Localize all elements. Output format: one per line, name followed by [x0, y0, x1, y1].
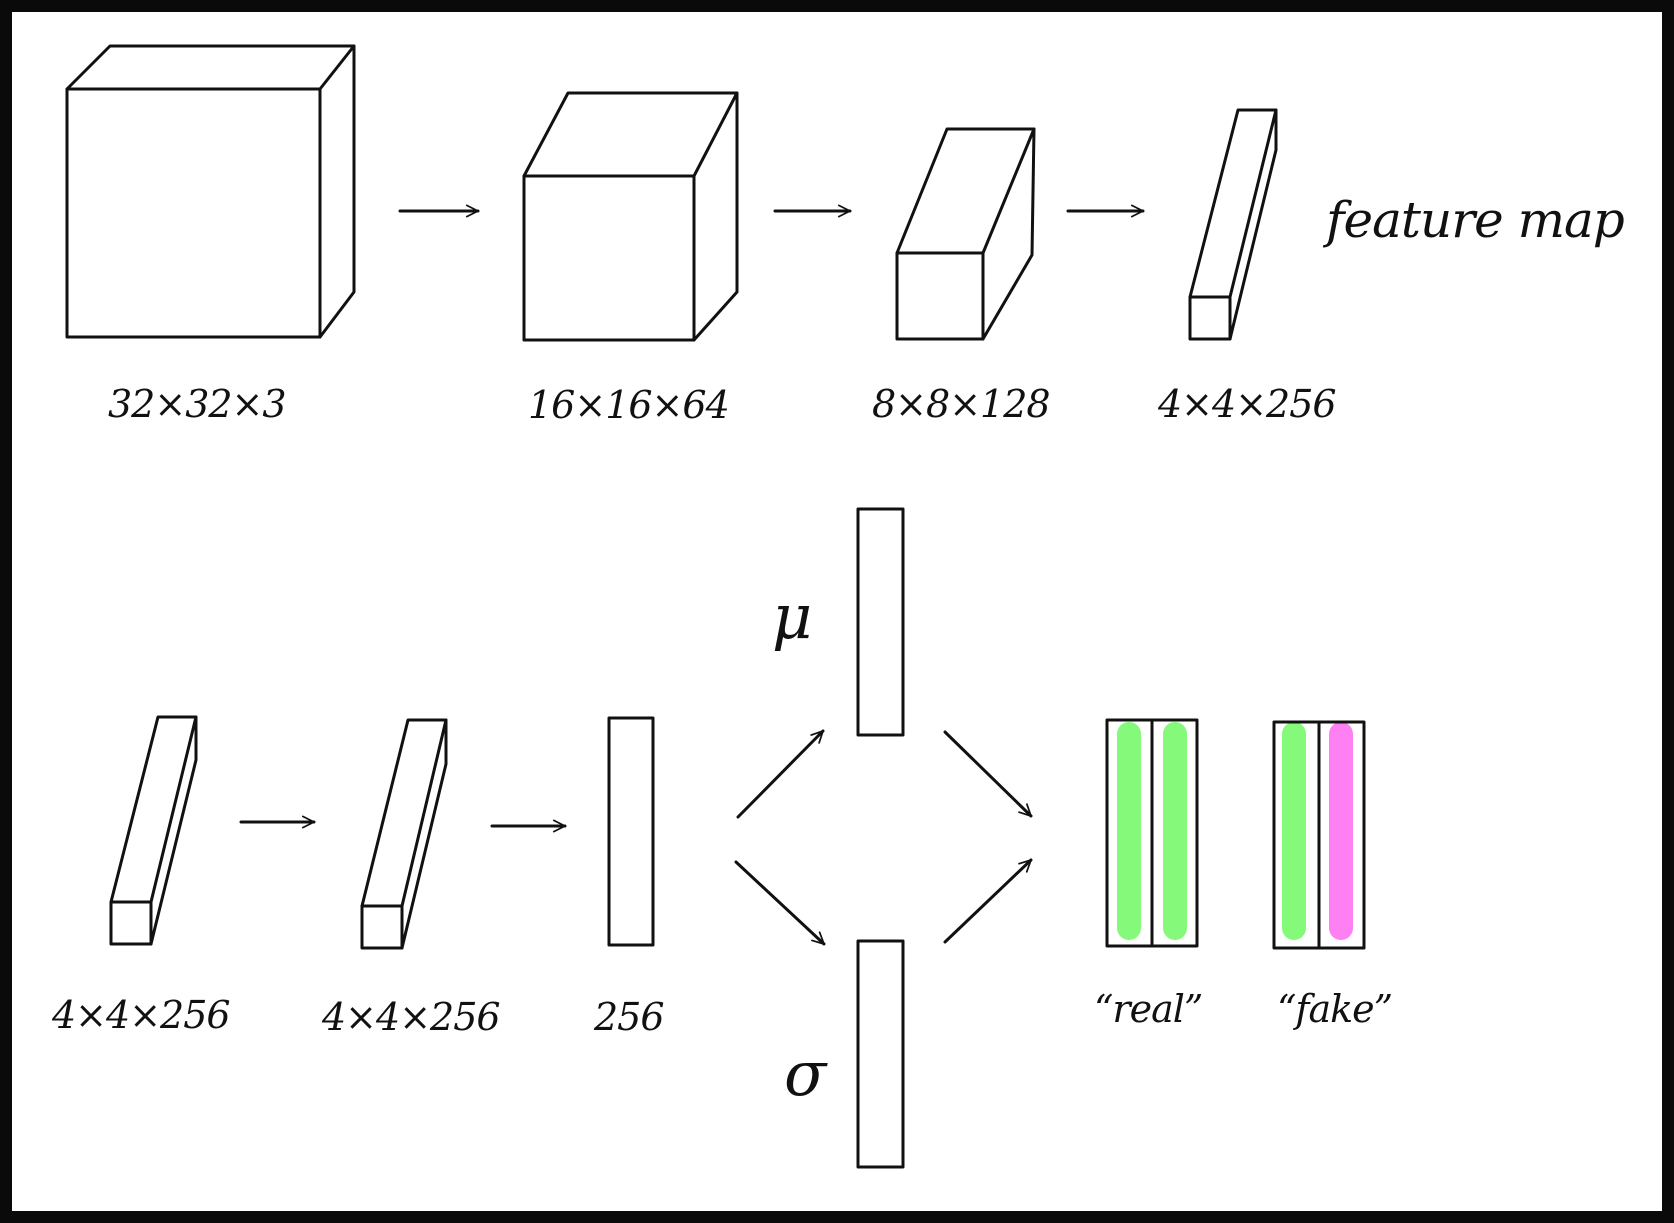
label-real: “real”	[1094, 987, 1202, 1031]
label-4x4x256-left: 4×4×256	[51, 993, 230, 1037]
label-16x16x64: 16×16×64	[528, 383, 729, 427]
arrow-to-mu	[736, 729, 825, 819]
output-real	[1105, 718, 1199, 948]
label-sigma: σ	[784, 1037, 828, 1110]
bar-4x4x256-middle	[360, 718, 448, 950]
label-feature-map: feature map	[1322, 191, 1624, 249]
cube-16x16x64	[522, 91, 739, 342]
arrow-from-sigma	[943, 858, 1033, 944]
label-4x4x256-top: 4×4×256	[1157, 382, 1336, 426]
vector-256	[607, 716, 655, 947]
arrow-to-sigma	[734, 860, 826, 946]
label-8x8x128: 8×8×128	[872, 382, 1050, 426]
label-4x4x256-middle: 4×4×256	[321, 995, 500, 1039]
vector-sigma	[856, 939, 905, 1169]
vector-mu	[856, 507, 905, 737]
bar-4x4x256-top	[1188, 108, 1278, 341]
label-mu: μ	[772, 580, 811, 653]
cube-32x32x3	[65, 44, 356, 339]
cube-8x8x128	[895, 127, 1036, 341]
arrow-from-mu	[943, 730, 1033, 818]
output-fake	[1272, 720, 1366, 950]
label-fake: “fake”	[1277, 987, 1392, 1031]
label-32x32x3: 32×32×3	[108, 382, 286, 426]
label-256: 256	[593, 995, 664, 1039]
bar-4x4x256-left	[109, 715, 198, 946]
